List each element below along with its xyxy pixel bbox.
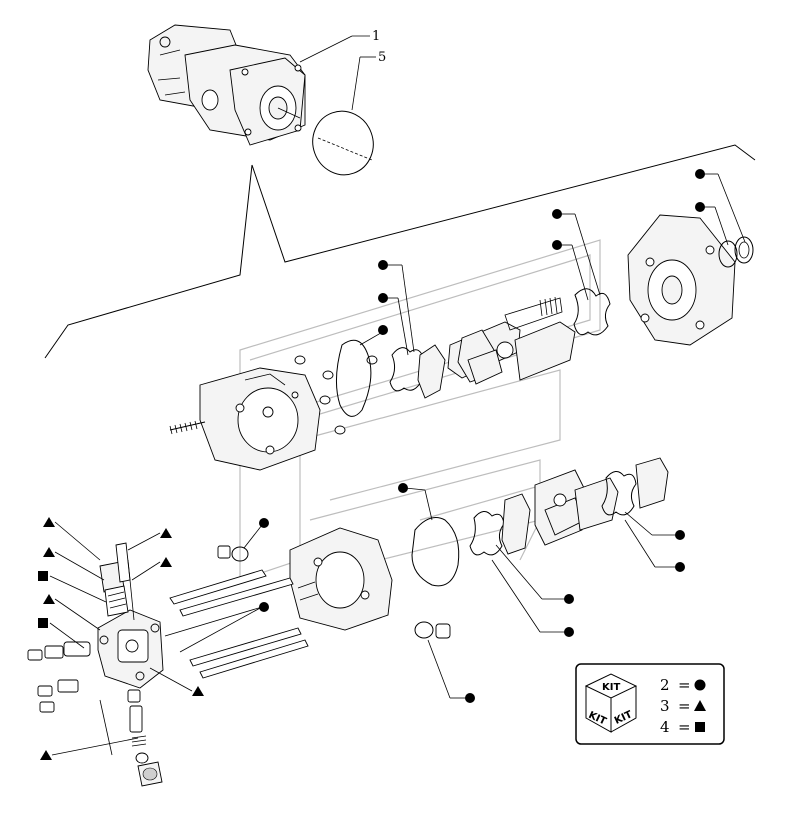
zoom-indicator-lines: [44, 144, 756, 359]
triangle-marker: [40, 750, 52, 760]
circle-marker: [552, 240, 562, 250]
bottom-plug-stack: [127, 689, 163, 787]
circle-marker: [259, 602, 269, 612]
kit-label-top: KIT: [602, 682, 620, 693]
bushing-block-upper: [514, 321, 576, 381]
gear-shaft-upper: [447, 296, 563, 385]
circle-marker: [695, 202, 705, 212]
small-oring-lower: [217, 545, 249, 562]
circle-marker: [378, 293, 388, 303]
circle-marker: [675, 562, 685, 572]
legend-triangle-icon: [694, 700, 706, 711]
triangle-marker: [160, 557, 172, 567]
circle-marker: [675, 530, 685, 540]
gasket-upper-a: [336, 339, 372, 417]
legend-square-icon: [695, 722, 705, 732]
circle-marker: [378, 260, 388, 270]
square-marker: [38, 618, 48, 628]
legend-num-4: 4: [660, 718, 670, 736]
front-cover: [627, 214, 736, 346]
seal-upper-c: [573, 288, 611, 336]
legend-eq-2: =: [678, 676, 691, 694]
circle-marker: [398, 483, 408, 493]
seal-lower-b: [601, 471, 637, 516]
pump-assembly: [147, 24, 306, 146]
gasket-lower-a: [411, 517, 460, 587]
callout-markers: [38, 169, 746, 760]
callout-5: 5: [351, 50, 386, 111]
relief-valve-cap: [99, 561, 129, 617]
circle-marker: [259, 518, 269, 528]
kit-box-icon: KIT KIT KIT: [584, 673, 638, 733]
triangle-marker: [43, 594, 55, 604]
gear-shaft-lower: [534, 469, 586, 546]
middle-housing: [289, 527, 393, 631]
legend-eq-3: =: [678, 697, 691, 715]
lower-washer: [414, 621, 451, 639]
pins-row-1: [294, 355, 378, 435]
tie-bolts: [169, 569, 309, 679]
seal-lower-a: [469, 511, 505, 556]
circle-marker: [552, 209, 562, 219]
triangle-marker: [43, 517, 55, 527]
triangle-marker: [43, 547, 55, 557]
circle-marker: [564, 627, 574, 637]
circle-marker: [564, 594, 574, 604]
circle-marker: [465, 693, 475, 703]
rear-stud: [169, 420, 206, 435]
legend-eq-4: =: [678, 718, 691, 736]
triangle-marker: [160, 528, 172, 538]
legend-num-2: 2: [660, 676, 670, 694]
circle-marker: [378, 325, 388, 335]
circle-marker: [695, 169, 705, 179]
side-fittings: [27, 641, 91, 713]
oring-top: [312, 110, 374, 176]
bushing-lower-c: [635, 457, 669, 509]
triangle-marker: [192, 686, 204, 696]
kit-legend: KIT KIT KIT 2 = 3 = 4 =: [575, 663, 725, 745]
square-marker: [38, 571, 48, 581]
seal-upper-b: [417, 344, 446, 399]
bushing-lower: [501, 493, 531, 555]
valve-spring-rod: [115, 542, 135, 621]
callout-1-label: 1: [372, 29, 380, 44]
callout-1: 1: [299, 29, 380, 63]
callout-5-label: 5: [378, 50, 386, 65]
rear-housing: [199, 367, 321, 471]
shaft-seals: [718, 236, 754, 268]
legend-num-3: 3: [660, 697, 670, 715]
legend-circle-icon: [694, 679, 706, 691]
relief-valve-body: [97, 609, 164, 689]
